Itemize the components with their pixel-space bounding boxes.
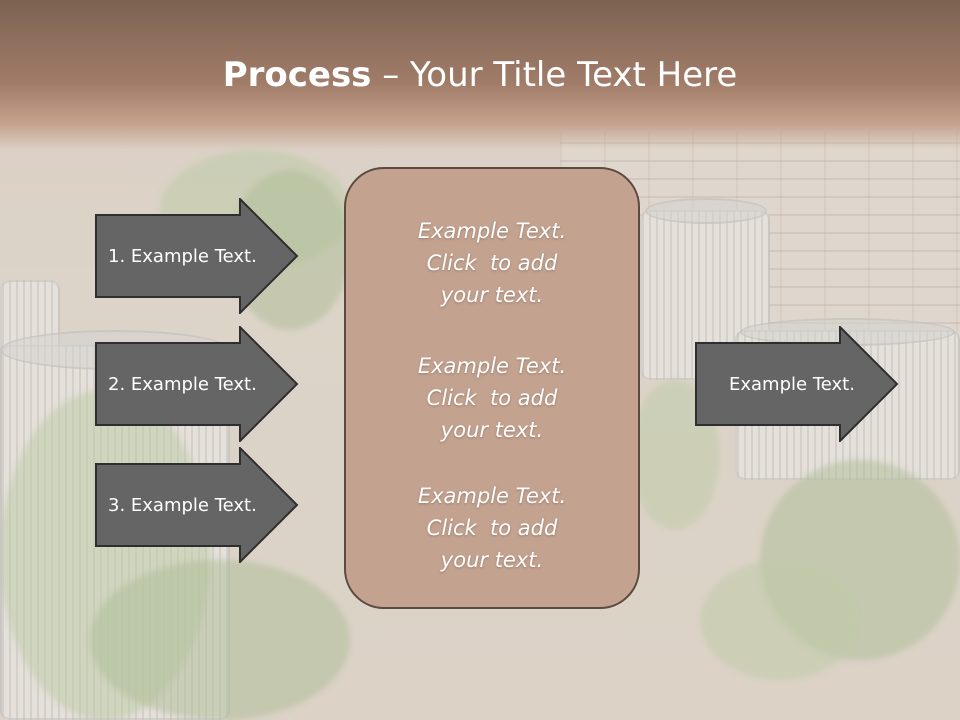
- ac-unit-top: [645, 198, 767, 224]
- text-line: Example Text.: [417, 484, 567, 508]
- text-line: your text.: [440, 283, 544, 307]
- arrow-step-2[interactable]: 2. Example Text.: [95, 326, 299, 442]
- arrow-step-1[interactable]: 1. Example Text.: [95, 198, 299, 314]
- text-line: your text.: [440, 418, 544, 442]
- text-line: Example Text.: [417, 354, 567, 378]
- arrow-step-3-label: 3. Example Text.: [108, 494, 257, 516]
- center-text-box[interactable]: Example Text. Click to add your text. Ex…: [344, 167, 640, 609]
- text-block-1[interactable]: Example Text. Click to add your text.: [346, 215, 638, 311]
- text-line: your text.: [440, 548, 544, 572]
- text-line: Example Text.: [417, 219, 567, 243]
- text-line: Click to add: [426, 251, 558, 275]
- arrow-result-label: Example Text.: [729, 373, 855, 395]
- arrow-right-icon: [95, 198, 299, 314]
- arrow-right-icon: [95, 447, 299, 563]
- ac-unit: [640, 210, 770, 380]
- arrow-step-3[interactable]: 3. Example Text.: [95, 447, 299, 563]
- bush: [700, 560, 860, 680]
- title-rest: – Your Title Text Here: [371, 55, 738, 95]
- text-block-2[interactable]: Example Text. Click to add your text.: [346, 350, 638, 446]
- arrow-step-1-label: 1. Example Text.: [108, 245, 257, 267]
- text-line: Click to add: [426, 516, 558, 540]
- title-band: [0, 0, 960, 150]
- bush: [90, 560, 350, 720]
- arrow-result[interactable]: Example Text.: [695, 326, 899, 442]
- arrow-right-icon: [695, 326, 899, 442]
- slide-title[interactable]: Process – Your Title Text Here: [0, 50, 960, 100]
- text-line: Click to add: [426, 386, 558, 410]
- title-bold: Process: [222, 55, 372, 95]
- arrow-step-2-label: 2. Example Text.: [108, 373, 257, 395]
- arrow-right-icon: [95, 326, 299, 442]
- text-block-3[interactable]: Example Text. Click to add your text.: [346, 480, 638, 576]
